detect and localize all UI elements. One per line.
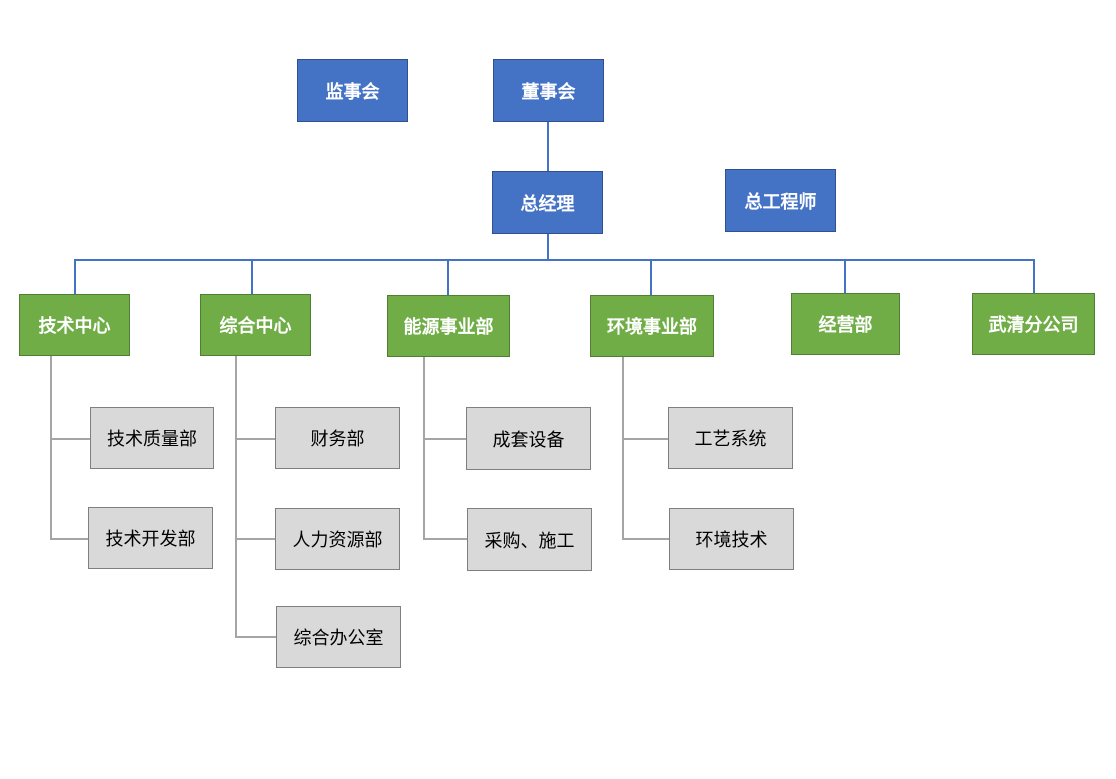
sub-unit-box: 成套设备	[466, 407, 591, 470]
general-manager-label: 总经理	[520, 193, 575, 215]
department-label: 综合中心	[219, 316, 292, 337]
connector-dept-2-trunk	[235, 355, 237, 638]
sub-unit-box: 财务部	[275, 407, 400, 469]
connector-dept-1-trunk	[50, 355, 52, 540]
connector-dept-4-sub-2	[622, 538, 670, 540]
sub-unit-label: 成套设备	[492, 429, 565, 451]
sub-unit-label: 综合办公室	[293, 628, 384, 649]
connector-dept-1-sub-1	[50, 438, 91, 440]
sub-unit-label: 财务部	[310, 429, 365, 450]
connector-dept-3-trunk	[423, 356, 425, 540]
sub-unit-label: 环境技术	[695, 530, 768, 551]
department-box: 能源事业部	[387, 295, 510, 357]
sub-unit-box: 工艺系统	[668, 407, 793, 469]
chief-engineer-box: 总工程师	[725, 169, 836, 232]
connector-dept-2-sub-1	[235, 438, 277, 440]
connector-dept-3-sub-1	[423, 438, 467, 440]
sub-unit-label: 人力资源部	[292, 530, 383, 551]
connector-bus	[74, 259, 1035, 261]
connector-bus-dept-3	[447, 259, 449, 296]
sub-unit-box: 综合办公室	[276, 606, 401, 668]
sub-unit-label: 工艺系统	[694, 429, 767, 450]
connector-dept-4-sub-1	[622, 438, 669, 440]
general-manager-box: 总经理	[492, 171, 603, 234]
department-box: 经营部	[791, 293, 900, 355]
sub-unit-label: 技术开发部	[105, 529, 196, 550]
department-label: 环境事业部	[607, 317, 697, 338]
connector-dept-2-sub-2	[235, 538, 277, 540]
department-box: 技术中心	[19, 294, 130, 356]
connector-bus-dept-5	[844, 259, 846, 294]
sub-unit-label: 技术质量部	[107, 429, 197, 450]
chief-engineer-label: 总工程师	[744, 191, 817, 213]
connector-dept-1-sub-2	[50, 538, 90, 540]
sub-unit-box: 人力资源部	[275, 508, 400, 570]
connector-bus-dept-4	[650, 259, 652, 296]
sub-unit-box: 采购、施工	[467, 508, 592, 571]
board-of-directors-box: 董事会	[493, 59, 604, 122]
connector-dept-2-sub-3	[235, 636, 277, 638]
sub-unit-box: 技术开发部	[88, 507, 213, 569]
department-box: 综合中心	[200, 294, 311, 356]
supervisory-board-label: 监事会	[325, 81, 380, 103]
connector-board-to-gm	[547, 121, 549, 173]
department-label: 经营部	[818, 315, 873, 336]
connector-bus-dept-6	[1033, 259, 1035, 294]
department-label: 武清分公司	[988, 315, 1079, 336]
connector-bus-dept-2	[251, 259, 253, 295]
sub-unit-label: 采购、施工	[484, 530, 575, 552]
department-label: 技术中心	[38, 316, 111, 337]
connector-dept-3-sub-2	[423, 538, 468, 540]
department-box: 武清分公司	[972, 293, 1095, 355]
sub-unit-box: 环境技术	[669, 508, 794, 570]
connector-gm-to-bus	[547, 233, 549, 260]
sub-unit-box: 技术质量部	[90, 407, 214, 469]
supervisory-board-box: 监事会	[297, 59, 408, 122]
department-label: 能源事业部	[403, 317, 494, 338]
connector-dept-4-trunk	[622, 356, 624, 540]
board-of-directors-label: 董事会	[521, 81, 576, 103]
connector-bus-dept-1	[74, 259, 76, 295]
department-box: 环境事业部	[590, 295, 714, 357]
